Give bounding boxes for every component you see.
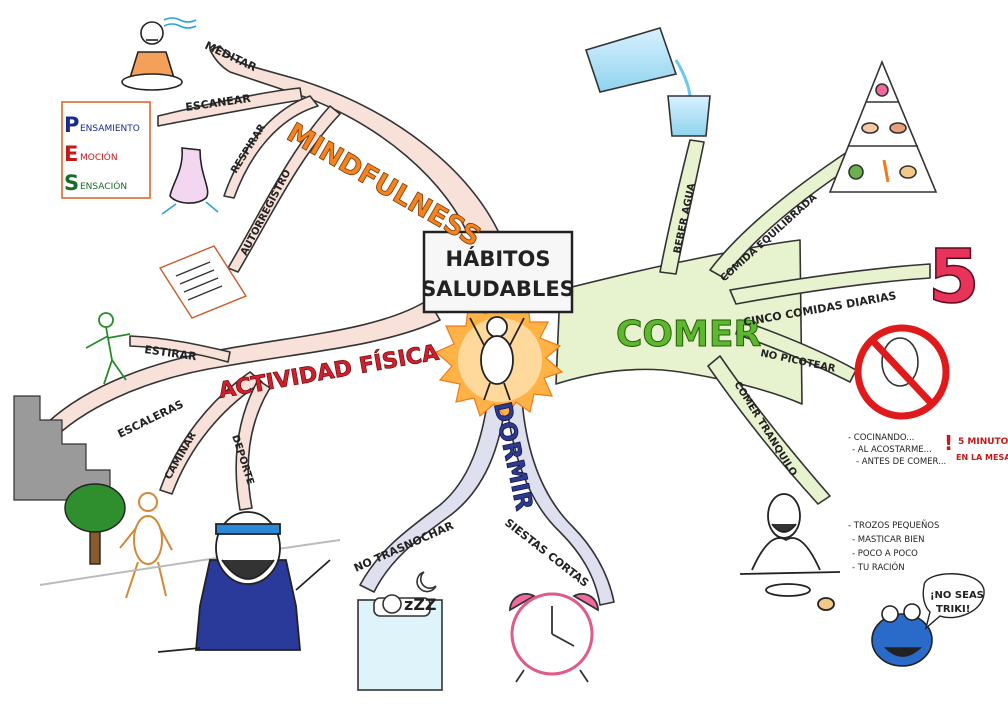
dormir-zzz: zZZ bbox=[404, 595, 437, 614]
picotear-note-3: - ANTES DE COMER... bbox=[856, 457, 946, 467]
center-line1: HÁBITOS bbox=[446, 246, 551, 271]
mindfulness-sub-autorregistro-label: AUTORREGISTRO bbox=[239, 168, 293, 257]
tranquilo-note-3: - POCO A POCO bbox=[852, 549, 918, 559]
speech-bubble: ¡NO SEAS TRIKI! bbox=[922, 573, 985, 630]
bubble-line1: ¡NO SEAS bbox=[930, 590, 984, 601]
mindfulness-sub-autorregistro bbox=[227, 105, 341, 273]
pes-initial-e: E bbox=[64, 142, 78, 166]
meditating-person-illustration bbox=[121, 17, 197, 91]
picotear-note-2: - AL ACOSTARME... bbox=[852, 445, 932, 455]
comer-branch bbox=[555, 239, 803, 405]
actividad-sub-caminar bbox=[159, 371, 263, 495]
pes-rest-e: MOCIÓN bbox=[80, 151, 118, 163]
actividad-sub-estirar bbox=[129, 335, 231, 363]
five-minutes-line2: EN LA MESA bbox=[956, 453, 1008, 462]
actividad-sub-escaleras-label: ESCALERAS bbox=[116, 398, 186, 441]
actividad-sub-deporte bbox=[235, 379, 271, 511]
nose-illustration bbox=[161, 147, 219, 215]
no-snacking-sign-illustration bbox=[854, 324, 950, 420]
cookie-monster-illustration bbox=[871, 603, 933, 667]
pes-initial-s: S bbox=[64, 171, 79, 195]
alarm-clock-illustration bbox=[509, 592, 599, 683]
comer-sub-tranquilo bbox=[707, 355, 831, 505]
pes-initial-p: P bbox=[64, 113, 79, 137]
mindfulness-sub-respirar-label: RESPIRAR bbox=[229, 122, 268, 176]
center-node: HÁBITOS SALUDABLES bbox=[421, 230, 575, 420]
mindfulness-sub-respirar bbox=[223, 95, 319, 199]
center-person bbox=[469, 316, 525, 401]
pes-rest-s: ENSACIÓN bbox=[80, 180, 127, 192]
picotear-note-1: - COCINANDO... bbox=[848, 433, 914, 443]
tranquilo-note-2: - MASTICAR BIEN bbox=[852, 535, 924, 545]
dormir-sub-trasnochar-label: NO TRASNOCHAR bbox=[352, 519, 456, 575]
comer-sub-beber bbox=[659, 139, 705, 275]
pes-rest-p: ENSAMIENTO bbox=[80, 124, 140, 134]
food-pyramid-illustration bbox=[828, 59, 938, 193]
mindfulness-sub-escanear bbox=[157, 87, 303, 127]
tranquilo-note-4: - TU RACIÓN bbox=[852, 561, 905, 573]
dormir-sub-siestas bbox=[505, 399, 615, 606]
tranquilo-note-1: - TROZOS PEQUEÑOS bbox=[848, 520, 939, 531]
notepad-illustration bbox=[158, 245, 248, 319]
pes-box: P ENSAMIENTO E MOCIÓN S ENSACIÓN bbox=[61, 101, 151, 199]
dormir-section: DORMIR NO TRASNOCHAR SIESTAS CORTAS zZZ bbox=[352, 399, 599, 691]
exclamation-marks: ! bbox=[944, 431, 953, 455]
eating-person-illustration bbox=[739, 493, 841, 611]
stretching-person-illustration bbox=[85, 312, 131, 385]
tree-illustration bbox=[64, 483, 126, 565]
dormir-branch bbox=[359, 397, 507, 593]
comer-five: 5 bbox=[928, 234, 980, 320]
bubble-line2: TRIKI! bbox=[936, 604, 970, 615]
five-minutes-line1: 5 MINUTOS bbox=[958, 437, 1008, 447]
bed-illustration bbox=[357, 571, 443, 691]
center-board bbox=[422, 230, 574, 314]
water-pitcher-illustration bbox=[584, 27, 711, 137]
sporty-man-illustration bbox=[157, 511, 331, 653]
comer-sub-cinco bbox=[729, 263, 931, 305]
comer-title: COMER bbox=[616, 314, 761, 355]
mindfulness-branch bbox=[209, 45, 501, 241]
center-line2: SALUDABLES bbox=[421, 277, 575, 301]
walking-person-illustration bbox=[39, 492, 341, 599]
comer-sub-picotear bbox=[735, 319, 857, 383]
branch-shapes bbox=[39, 45, 931, 606]
